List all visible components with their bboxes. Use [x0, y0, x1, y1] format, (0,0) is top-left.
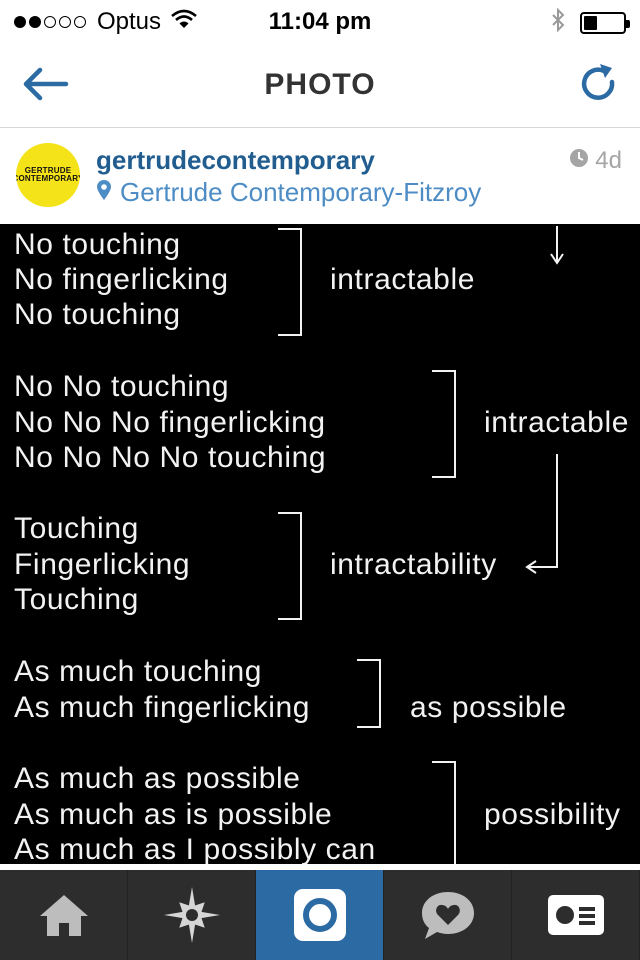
username-link[interactable]: gertrudecontemporary	[96, 145, 375, 175]
post-header: GERTRUDE CONTEMPORARY gertrudecontempora…	[0, 129, 640, 223]
photo-bracket-label: intractable	[484, 406, 630, 439]
explore-star-icon	[163, 887, 220, 943]
arrow-down-top	[550, 226, 564, 265]
photo-brackets	[278, 226, 564, 864]
photo-text-line: No No No No touching	[14, 441, 327, 474]
photo-text-line: No No touching	[14, 370, 230, 403]
profile-card-icon	[547, 895, 604, 935]
photo-text-line: As much as I possibly can	[14, 833, 376, 864]
camera-icon	[293, 889, 346, 941]
bracket-2	[432, 370, 456, 478]
back-arrow-icon	[23, 67, 69, 101]
photo-bracket-label: intractability	[330, 548, 497, 581]
battery-icon	[580, 11, 630, 34]
bracket-5	[432, 761, 456, 864]
clock-icon	[569, 147, 589, 175]
photo-text-line: As much as possible	[14, 762, 301, 795]
bracket-1	[278, 228, 302, 336]
photo-text-line: Fingerlicking	[14, 548, 191, 581]
photo-divider	[0, 864, 640, 870]
activity-heart-bubble-icon	[421, 892, 474, 939]
photo-text-line: As much fingerlicking	[14, 691, 311, 724]
bracket-3	[278, 512, 302, 620]
nav-bar: PHOTO	[0, 40, 640, 128]
bracket-4	[357, 659, 381, 728]
tab-activity[interactable]	[384, 870, 512, 960]
signal-strength-icon	[14, 16, 89, 28]
post-timestamp: 4d	[569, 147, 622, 175]
arrow-curve	[525, 454, 558, 574]
refresh-button[interactable]	[574, 60, 622, 108]
status-right	[550, 7, 630, 37]
bluetooth-icon	[550, 7, 566, 37]
refresh-icon	[581, 64, 615, 100]
post-photo[interactable]: No touching No fingerlicking No touching…	[0, 224, 640, 864]
page-title: PHOTO	[264, 68, 376, 101]
tab-explore[interactable]	[128, 870, 256, 960]
photo-bracket-label: as possible	[410, 691, 567, 724]
location-link[interactable]: Gertrude Contemporary-Fitzroy	[96, 177, 481, 208]
location-pin-icon	[96, 177, 112, 208]
photo-bracket-label: intractable	[330, 263, 476, 296]
avatar[interactable]: GERTRUDE CONTEMPORARY	[16, 143, 80, 207]
photo-text-line: Touching	[14, 583, 139, 616]
tab-camera[interactable]	[256, 870, 384, 960]
tab-bar	[0, 870, 640, 960]
photo-text-line: No touching	[14, 228, 181, 261]
photo-text-line: No fingerlicking	[14, 263, 229, 296]
tab-profile[interactable]	[512, 870, 640, 960]
photo-text-line: No touching	[14, 298, 181, 331]
back-button[interactable]	[18, 60, 74, 108]
photo-text-line: As much as is possible	[14, 798, 333, 831]
photo-text-line: Touching	[14, 512, 139, 545]
photo-text-line: As much touching	[14, 655, 263, 688]
photo-bracket-label: possibility	[484, 798, 621, 831]
photo-text-line: No No No fingerlicking	[14, 406, 326, 439]
wifi-icon	[171, 8, 197, 36]
avatar-text-line-2: CONTEMPORARY	[16, 174, 80, 183]
status-left: Optus	[14, 8, 197, 36]
carrier-name: Optus	[97, 8, 162, 35]
tab-home[interactable]	[0, 870, 128, 960]
location-name: Gertrude Contemporary-Fitzroy	[120, 177, 482, 207]
time-ago-text: 4d	[595, 147, 622, 174]
avatar-text-line-1: GERTRUDE	[24, 166, 72, 175]
status-bar: Optus 11:04 pm	[0, 0, 640, 40]
home-icon	[39, 895, 88, 936]
